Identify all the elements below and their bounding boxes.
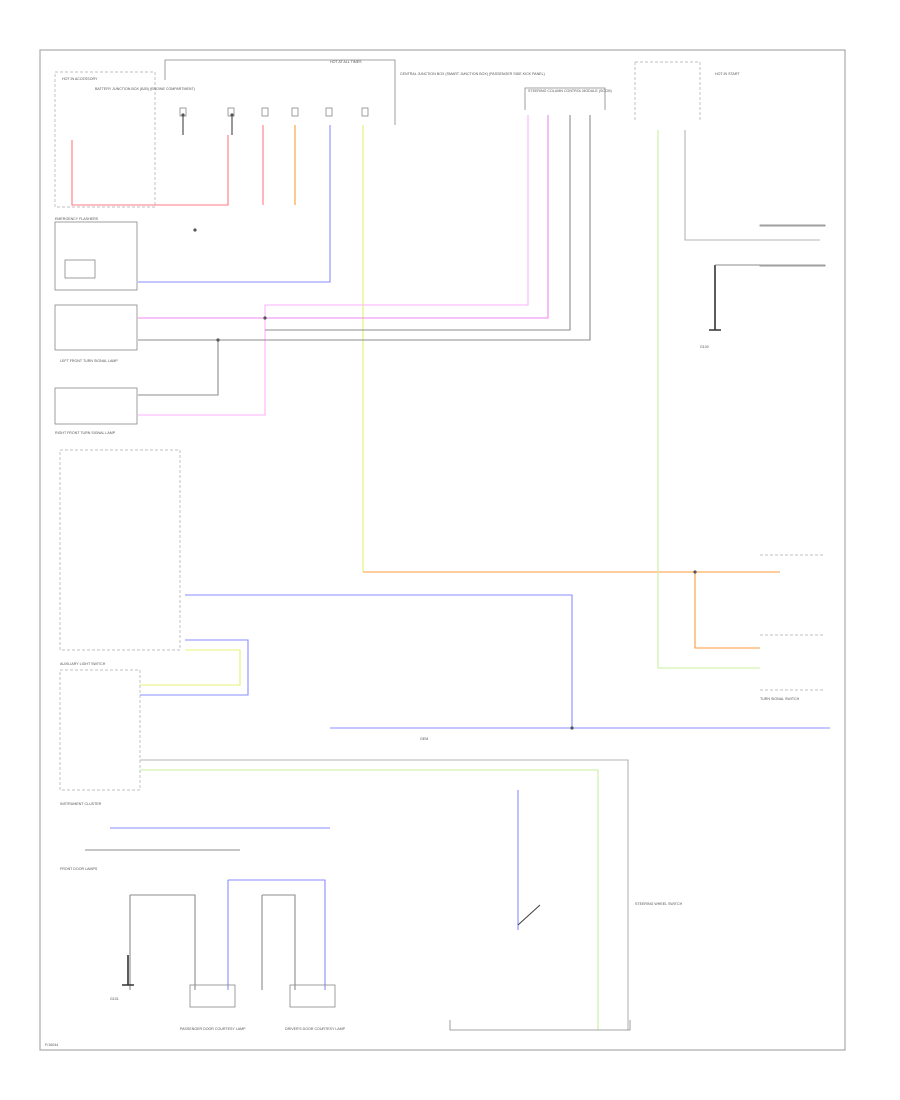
wire-lightgray-r bbox=[684, 130, 820, 241]
emergency-flashers-box bbox=[54, 221, 138, 291]
steering-wheel-switch-box bbox=[449, 1020, 631, 1031]
sccm-label: STEERING COLUMN CONTROL MODULE (SCCM) bbox=[528, 89, 612, 93]
wire-red bbox=[71, 135, 229, 206]
wire-blue-2 bbox=[185, 594, 573, 728]
aux-light-switch-label: AUXILIARY LIGHT SWITCH bbox=[60, 662, 106, 666]
gem-label: GEM bbox=[420, 737, 428, 741]
central-junction-label: CENTRAL JUNCTION BOX (SMART JUNCTION BOX… bbox=[400, 72, 545, 76]
emergency-flashers-label: EMERGENCY FLASHERS bbox=[55, 217, 99, 221]
ground-g101 bbox=[122, 955, 134, 986]
wire-purple-1 bbox=[138, 115, 529, 416]
g100-label: G100 bbox=[700, 345, 709, 349]
instrument-cluster-box bbox=[59, 449, 181, 651]
top-fuse-area: HOT IN ACCESSORY BATTERY JUNCTION BOX (B… bbox=[54, 59, 740, 208]
hot-in-accessory-box bbox=[54, 71, 156, 208]
left-front-turn-lamp-box bbox=[54, 304, 138, 351]
sccm-bracket bbox=[524, 87, 606, 110]
passenger-door-lamp-label: PASSENGER DOOR COURTESY LAMP bbox=[180, 1027, 246, 1031]
wire-blue-1 bbox=[138, 125, 331, 283]
hot-in-accessory-label: HOT IN ACCESSORY bbox=[62, 77, 98, 81]
passenger-door-lamp-box bbox=[189, 984, 236, 1008]
footer-code: F/16044 bbox=[45, 1043, 58, 1047]
hot-in-start-label: HOT IN START bbox=[715, 72, 740, 76]
hot-in-start-bracket bbox=[634, 61, 701, 120]
ground-g100 bbox=[709, 265, 721, 331]
wire-lightgray-3 bbox=[140, 759, 629, 1030]
left-front-turn-lamp-label: LEFT FRONT TURN SIGNAL LAMP bbox=[60, 359, 118, 363]
aux-light-switch-box bbox=[59, 669, 141, 791]
wire-gray-1 bbox=[265, 115, 571, 331]
right-front-turn-lamp-label: RIGHT FRONT TURN SIGNAL LAMP bbox=[55, 431, 116, 435]
drivers-door-lamp-label: DRIVER'S DOOR COURTESY LAMP bbox=[285, 1027, 346, 1031]
diagram-frame bbox=[39, 49, 846, 1051]
connector-dots bbox=[181, 113, 697, 730]
grounds: G100 G101 GEM bbox=[110, 264, 760, 1001]
drivers-door-lamp-box bbox=[289, 984, 336, 1008]
bjb-label: BATTERY JUNCTION BOX (BJB) (ENGINE COMPA… bbox=[95, 87, 195, 91]
g101-label: G101 bbox=[110, 997, 119, 1001]
instrument-cluster-label: INSTRUMENT CLUSTER bbox=[60, 802, 102, 806]
steering-wheel-switch-label: STEERING WHEEL SWITCH bbox=[635, 902, 683, 906]
wire-orange-3 bbox=[694, 572, 760, 649]
wires bbox=[71, 115, 830, 1030]
hot-at-all-times-label: HOT AT ALL TIMES bbox=[330, 60, 362, 64]
central-junction-bracket bbox=[164, 59, 396, 125]
turn-signal-switch-label: TURN SIGNAL SWITCH bbox=[760, 697, 800, 701]
wire-blue-6 bbox=[228, 879, 326, 990]
fuse-markers bbox=[179, 107, 369, 117]
components: EMERGENCY FLASHERS LEFT FRONT TURN SIGNA… bbox=[54, 217, 826, 1031]
wire-blue-4 bbox=[140, 639, 249, 696]
wire-gray-2 bbox=[138, 115, 591, 341]
right-front-turn-lamp-box bbox=[54, 387, 138, 425]
turn-signal-switch-box bbox=[760, 554, 825, 691]
wire-green-2 bbox=[140, 769, 599, 1030]
wire-green bbox=[657, 130, 760, 669]
wire-pink-1 bbox=[138, 115, 549, 319]
wire-yellow-2 bbox=[140, 649, 241, 686]
front-door-lamps-label: FRONT DOOR LAMPS bbox=[60, 867, 98, 871]
